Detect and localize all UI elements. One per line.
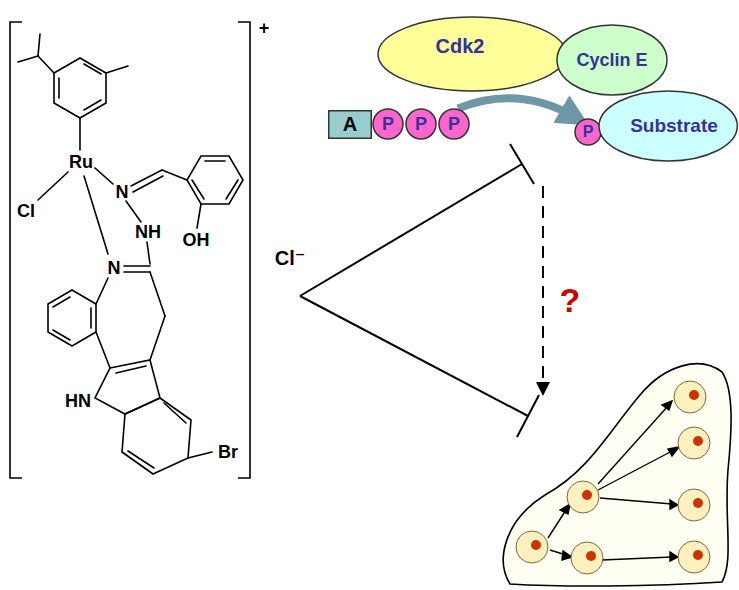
atom-label: Br (218, 443, 238, 461)
atom-label: OH (183, 231, 210, 249)
atom-label: N (108, 259, 121, 277)
phosphate-circle: P (372, 108, 404, 140)
atom-label: NH (135, 223, 161, 241)
phosphate-circle: P (438, 108, 470, 140)
phosphate-circle: P (405, 108, 437, 140)
node-label: P (382, 114, 394, 135)
cell-population (503, 364, 731, 586)
dashed-arrow (536, 186, 550, 396)
node-label: A (343, 113, 357, 136)
cyclin-ellipse: Cyclin E (556, 24, 668, 96)
kinase-ellipse: Cdk2 (377, 16, 567, 92)
inhibition-line (300, 144, 539, 437)
substrate-ellipse: Substrate (598, 90, 738, 162)
node-label: P (583, 123, 594, 141)
node-label: Cdk2 (436, 35, 485, 58)
node-label: Substrate (630, 115, 718, 137)
atom-label: Ru (69, 153, 93, 171)
complex-bracket (10, 22, 250, 478)
node-label: P (448, 114, 460, 135)
charge-sign: + (259, 19, 270, 37)
atom-label: HN (65, 392, 91, 410)
ruthenium-complex-structure (18, 34, 243, 474)
atom-label: N (116, 183, 129, 201)
question-mark: ? (560, 283, 581, 317)
atom-label: Cl (17, 202, 35, 220)
adenosine-box: A (328, 110, 372, 139)
node-label: P (415, 114, 427, 135)
phosphate-circle: P (574, 118, 602, 146)
node-label: Cyclin E (576, 50, 647, 71)
counter-ion: Cl⁻ (275, 248, 306, 268)
phosphate-transfer-arrow (458, 98, 575, 117)
